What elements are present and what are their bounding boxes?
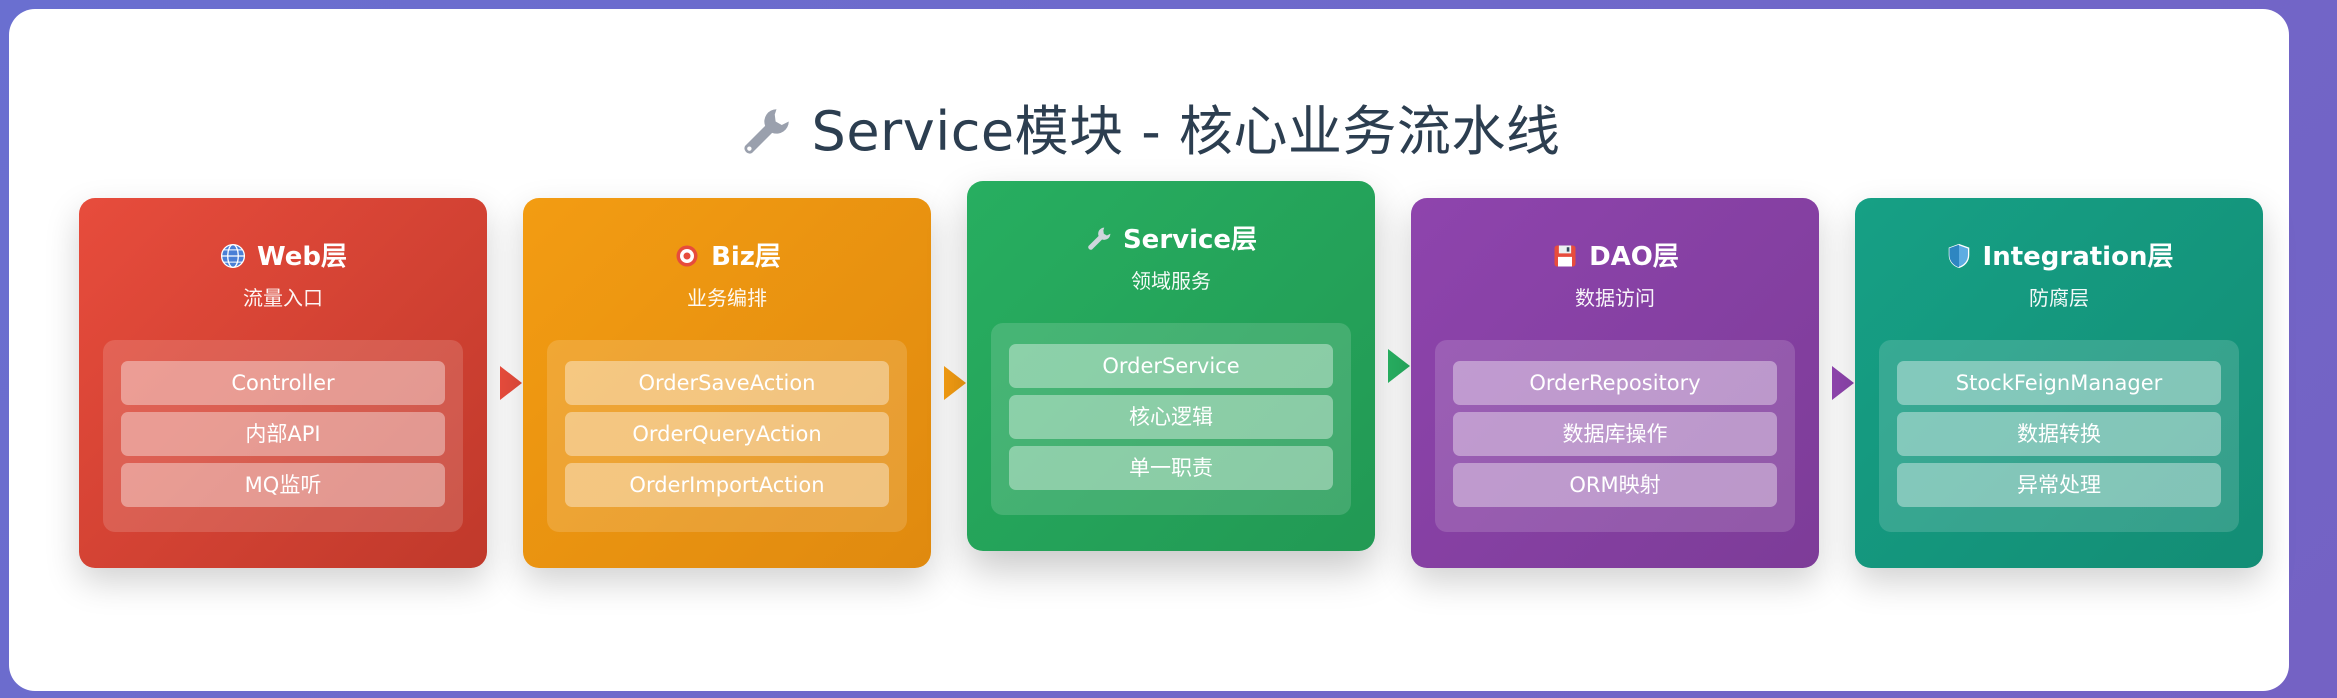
layer-items: Controller 内部API MQ监听 [103,340,463,532]
layer-item: StockFeignManager [1897,361,2221,405]
flow-arrow-service-to-dao [1388,349,1410,383]
layer-item: 数据库操作 [1453,412,1777,456]
layer-items: OrderSaveAction OrderQueryAction OrderIm… [547,340,907,532]
target-icon [676,245,698,267]
shield-icon [1948,243,1969,269]
layer-card-biz: Biz层 业务编排 OrderSaveAction OrderQueryActi… [523,198,931,568]
layer-card-integration: Integration层 防腐层 StockFeignManager 数据转换 … [1855,198,2263,568]
flow-arrow-web-to-biz [500,366,522,400]
layer-card-dao: DAO层 数据访问 OrderRepository 数据库操作 ORM映射 [1411,198,1819,568]
layer-title: DAO层 [1589,242,1679,272]
page-title-text: Service模块 - 核心业务流水线 [811,100,1561,163]
page-title: Service模块 - 核心业务流水线 [9,87,2289,166]
layer-title: Web层 [257,242,347,272]
layer-title: Service层 [1122,225,1258,255]
layer-item: 数据转换 [1897,412,2221,456]
layer-items: OrderService 核心逻辑 单一职责 [991,323,1351,515]
layer-item: 核心逻辑 [1009,395,1333,439]
flow-arrow-dao-to-integration [1832,366,1854,400]
layer-items: StockFeignManager 数据转换 异常处理 [1879,340,2239,532]
layer-subtitle: 领域服务 [1131,269,1211,293]
flow-arrow-biz-to-service [944,366,966,400]
wrench-icon [744,109,789,154]
layer-card-service: Service层 领域服务 OrderService 核心逻辑 单一职责 [967,181,1375,551]
globe-icon [220,243,246,269]
layer-item: OrderQueryAction [565,412,889,456]
layer-item: 单一职责 [1009,446,1333,490]
layer-item: OrderImportAction [565,463,889,507]
layer-title: Biz层 [711,242,781,272]
layer-item: Controller [121,361,445,405]
layer-items: OrderRepository 数据库操作 ORM映射 [1435,340,1795,532]
layer-item: OrderService [1009,344,1333,388]
layer-item: OrderRepository [1453,361,1777,405]
diagram-canvas: Service模块 - 核心业务流水线 Web层 流量入口 Controller… [9,9,2289,691]
layer-item: OrderSaveAction [565,361,889,405]
layer-item: 异常处理 [1897,463,2221,507]
floppy-disk-icon [1554,245,1576,267]
layer-title: Integration层 [1982,242,2174,272]
layer-subtitle: 防腐层 [2029,286,2089,310]
layer-card-web: Web层 流量入口 Controller 内部API MQ监听 [79,198,487,568]
layer-item: 内部API [121,412,445,456]
layer-subtitle: 业务编排 [687,286,767,310]
layer-subtitle: 数据访问 [1575,286,1655,310]
layer-item: ORM映射 [1453,463,1777,507]
layer-item: MQ监听 [121,463,445,507]
layer-subtitle: 流量入口 [243,286,323,310]
wrench-icon [1088,227,1111,250]
